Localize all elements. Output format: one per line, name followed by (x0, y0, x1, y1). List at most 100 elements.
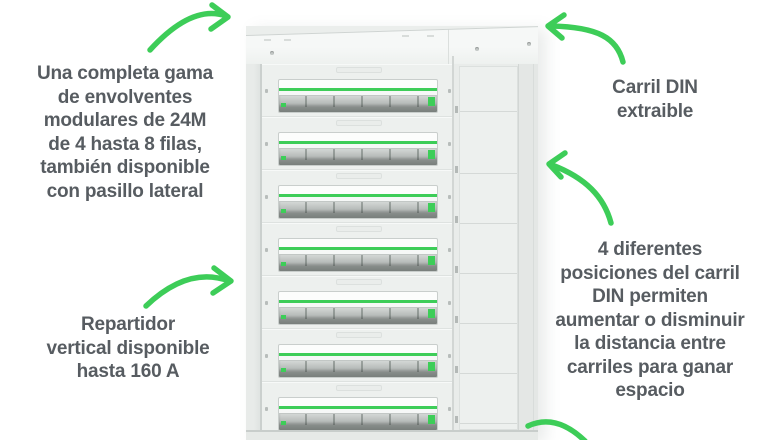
vent-slot (427, 35, 434, 37)
rail-start-clamp (281, 368, 286, 372)
door-hinge-marks (455, 66, 458, 426)
rail-end-clamp (428, 203, 435, 212)
row-clip-tab (336, 226, 382, 232)
vent-slot (264, 39, 271, 41)
side-duct-door (459, 66, 518, 430)
rail-start-clamp (281, 262, 286, 266)
din-row-recess (278, 132, 438, 166)
hinge-mark (448, 89, 451, 93)
rail-green-line (279, 141, 437, 144)
rail-green-line (279, 353, 437, 356)
cabinet-main-section (262, 64, 454, 440)
hinge-mark (448, 142, 451, 146)
rail-end-clamp (428, 256, 435, 265)
screw-icon (270, 51, 274, 55)
rail-end-clamp (428, 309, 435, 318)
recess-shadow (279, 319, 437, 324)
annotation-din-positions: 4 diferentes posiciones del carril DIN p… (555, 239, 745, 401)
din-rail (279, 95, 437, 107)
din-row (262, 117, 454, 170)
annotation-vertical-distributor: Repartidor vertical disponible hasta 160… (46, 314, 210, 382)
recess-gap (279, 303, 437, 307)
recess-top-strip (279, 133, 437, 141)
frame-edge-line (533, 64, 534, 440)
rail-end-clamp (428, 97, 435, 106)
rail-end-clamp (428, 415, 435, 424)
cabinet-left-side (246, 64, 262, 440)
arrow-din-rail-removable-icon (545, 12, 626, 65)
section-divider (452, 56, 454, 440)
recess-top-strip (279, 239, 437, 247)
recess-top-strip (279, 80, 437, 88)
recess-gap (279, 197, 437, 201)
din-rail (279, 201, 437, 213)
recess-gap (279, 250, 437, 254)
arrow-full-range-icon (147, 2, 231, 53)
recess-shadow (279, 425, 437, 430)
din-row-recess (278, 185, 438, 219)
row-clip-tab (336, 332, 382, 338)
din-row (262, 170, 454, 223)
rail-start-clamp (281, 315, 286, 319)
recess-top-strip (279, 398, 437, 406)
row-clip-tab (336, 279, 382, 285)
din-rail (279, 254, 437, 266)
din-rail (279, 307, 437, 319)
cabinet-top-cap (246, 26, 538, 66)
hinge-mark (265, 89, 268, 93)
hinge-mark (448, 195, 451, 199)
din-row-recess (278, 79, 438, 113)
cabinet-base (246, 430, 538, 440)
rail-end-clamp (428, 150, 435, 159)
rail-green-line (279, 247, 437, 250)
rail-green-line (279, 300, 437, 303)
hinge-mark (265, 354, 268, 358)
hinge-mark (448, 354, 451, 358)
din-row (262, 329, 454, 382)
hinge-mark (265, 407, 268, 411)
rail-green-line (279, 406, 437, 409)
annotation-din-rail-removable: Carril DIN extraible (612, 77, 698, 122)
screw-icon (527, 42, 531, 46)
cabinet-side-duct (454, 64, 538, 440)
hinge-mark (265, 195, 268, 199)
vent-slot (402, 35, 409, 37)
recess-shadow (279, 372, 437, 377)
din-row-recess (278, 344, 438, 378)
din-rows-container (262, 64, 454, 435)
din-row (262, 382, 454, 435)
recess-shadow (279, 107, 437, 112)
recess-gap (279, 409, 437, 413)
recess-shadow (279, 160, 437, 165)
din-row (262, 223, 454, 276)
hinge-mark (265, 142, 268, 146)
recess-shadow (279, 213, 437, 218)
hinge-mark (265, 248, 268, 252)
recess-gap (279, 144, 437, 148)
cabinet-right-frame (518, 64, 538, 440)
row-clip-tab (336, 67, 382, 73)
annotation-full-range: Una completa gama de envolventes modular… (36, 63, 214, 202)
recess-gap (279, 91, 437, 95)
din-row (262, 276, 454, 329)
din-rail (279, 413, 437, 425)
rail-green-line (279, 88, 437, 91)
arrow-din-positions-icon (546, 150, 614, 226)
row-clip-tab (336, 385, 382, 391)
screw-icon (475, 47, 479, 51)
cap-seam (448, 29, 449, 64)
rail-green-line (279, 194, 437, 197)
enclosure-cabinet (246, 26, 538, 440)
din-row-recess (278, 238, 438, 272)
din-row-recess (278, 291, 438, 325)
row-clip-tab (336, 173, 382, 179)
vent-slot (284, 39, 291, 41)
rail-start-clamp (281, 156, 286, 160)
din-row-recess (278, 397, 438, 431)
hinge-mark (448, 301, 451, 305)
recess-gap (279, 356, 437, 360)
din-row (262, 64, 454, 117)
hinge-mark (265, 301, 268, 305)
rail-start-clamp (281, 209, 286, 213)
